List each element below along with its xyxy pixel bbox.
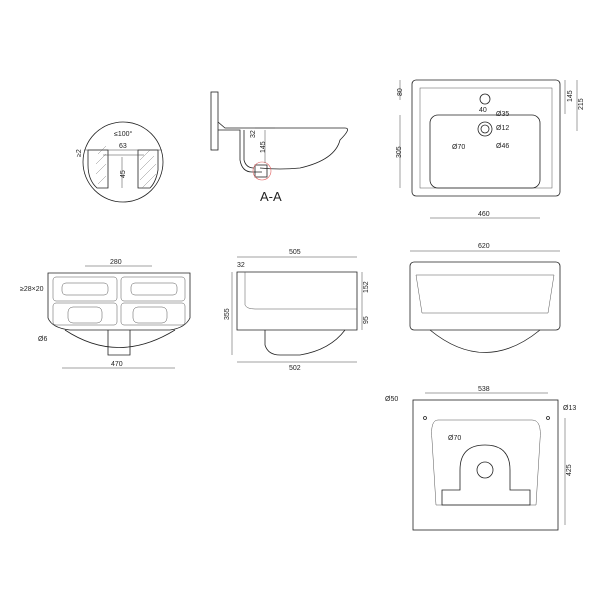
detail-depth: 45 — [120, 170, 127, 178]
side-d505: 505 — [289, 249, 301, 256]
detail-angle: ≤100° — [114, 130, 133, 138]
top-d305: 305 — [396, 146, 403, 158]
top-view: 80 145 215 305 460 40 Ø35 Ø12 Ø70 Ø46 — [396, 79, 585, 219]
top-d40: 40 — [479, 107, 487, 114]
bottom-dia50: Ø50 — [385, 396, 398, 403]
top-dia12: Ø12 — [496, 125, 509, 132]
under-dia6: Ø6 — [38, 336, 47, 343]
side-d502: 502 — [289, 365, 301, 372]
side-d355: 355 — [224, 308, 231, 320]
top-d145: 145 — [567, 90, 574, 102]
top-dia70: Ø70 — [452, 144, 465, 151]
bottom-d538: 538 — [478, 386, 490, 393]
detail-view: ≥2 ≤100° 63 45 — [76, 121, 164, 203]
side-d32: 32 — [237, 262, 245, 269]
top-d460: 460 — [478, 211, 490, 218]
underside-view: 280 ≥28×20 Ø6 470 — [20, 259, 191, 369]
top-d215: 215 — [578, 98, 585, 110]
section-dim-top: 32 — [250, 130, 257, 138]
side-d152: 152 — [363, 281, 370, 293]
under-d280: 280 — [110, 259, 122, 266]
top-dia35: Ø35 — [496, 111, 509, 118]
section-a-a: 32 145 A-A — [210, 91, 348, 204]
top-d80: 80 — [397, 88, 404, 96]
section-title: A-A — [260, 189, 282, 204]
bottom-dia13: Ø13 — [563, 405, 576, 412]
section-dim-drop: 145 — [260, 141, 267, 153]
under-d470: 470 — [111, 361, 123, 368]
under-slot: ≥28×20 — [20, 286, 44, 293]
detail-width: 63 — [119, 143, 127, 150]
bottom-view: 538 Ø50 Ø13 Ø70 425 — [385, 386, 576, 531]
front-view: 620 — [409, 243, 561, 353]
front-d620: 620 — [478, 243, 490, 250]
side-d95: 95 — [363, 316, 370, 324]
bottom-d425: 425 — [566, 464, 573, 476]
detail-min-thickness: ≥2 — [76, 149, 83, 157]
side-view: 505 32 355 152 95 502 — [224, 249, 370, 372]
bottom-dia70: Ø70 — [448, 435, 461, 442]
top-dia46: Ø46 — [496, 143, 509, 150]
